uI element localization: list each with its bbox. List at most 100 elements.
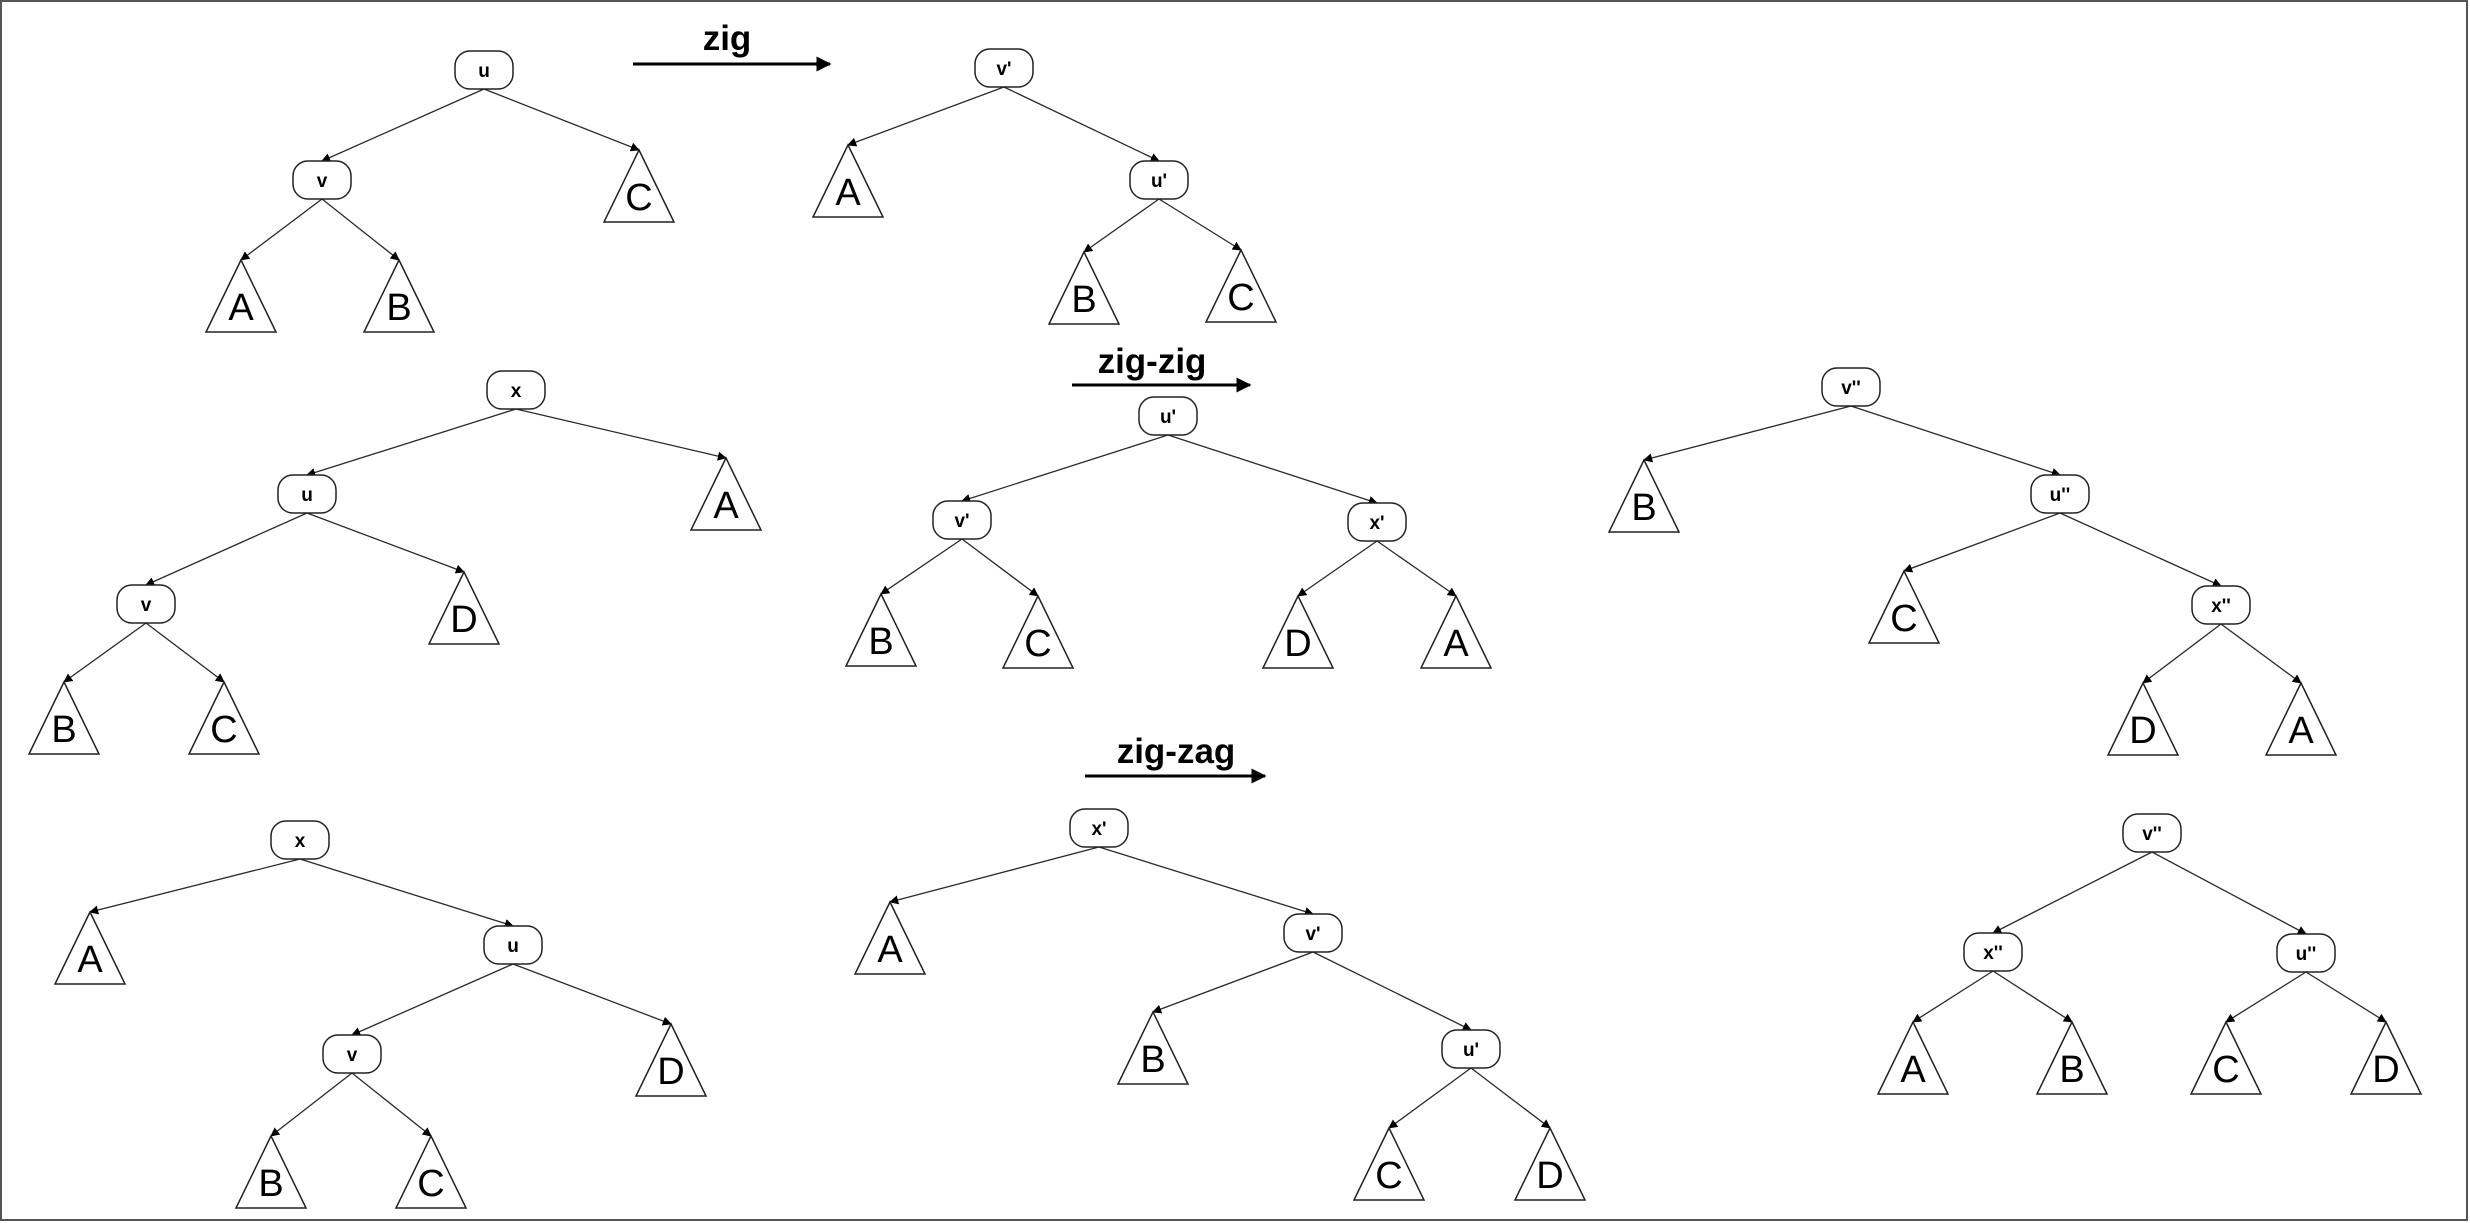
- tree-node-box: [1129, 160, 1189, 200]
- tree-edge: [2151, 851, 2307, 935]
- tree-node-zz-xp: x': [1347, 502, 1407, 542]
- tree-node-zg-xp: x': [1069, 808, 1129, 848]
- tree-node-zg-x: x: [270, 820, 330, 860]
- tree-node-label: u: [507, 936, 519, 957]
- tree-node-z1-v: v: [292, 160, 352, 200]
- tree-node-zz-xpp: x'': [2191, 585, 2251, 625]
- operation-label: zig: [703, 19, 752, 58]
- tree-node-box: [1138, 396, 1198, 436]
- tree-node-zg-vpp: v'': [2122, 813, 2182, 853]
- tree-node-zz-up: u': [1138, 396, 1198, 436]
- subtree-triangle: [844, 592, 918, 667]
- operation-labels: zig zig-zig zig-zag: [633, 19, 1267, 784]
- tree-node-label: x'': [2211, 596, 2231, 617]
- subtree-label: A: [1443, 623, 1469, 665]
- tree-node-zz-vp: v': [932, 500, 992, 540]
- subtree-label: D: [1284, 623, 1311, 665]
- tree-node-z1-vp: v': [974, 48, 1034, 88]
- tree-node-label: v'': [2142, 824, 2162, 845]
- subtree-triangle: [853, 900, 927, 975]
- tree-edge: [1992, 851, 2153, 934]
- tree-node-box: [974, 48, 1034, 88]
- subtree-t22: C: [394, 1134, 468, 1209]
- subtree-t30: D: [2349, 1020, 2423, 1095]
- subtree-triangle: [394, 1134, 468, 1209]
- tree-edge: [515, 408, 727, 461]
- tree-edge: [89, 858, 301, 915]
- tree-node-box: [277, 474, 337, 514]
- tree-edge: [1912, 970, 1994, 1023]
- tree-edge: [321, 198, 400, 261]
- tree-edge: [306, 512, 465, 574]
- tree-node-box: [2122, 813, 2182, 853]
- tree-edge: [2305, 971, 2387, 1023]
- subtree-label: C: [417, 1163, 444, 1205]
- tree-node-box: [2276, 933, 2336, 973]
- subtree-t24: B: [1116, 1010, 1190, 1085]
- subtree-t27: A: [1876, 1020, 1950, 1095]
- tree-edge: [299, 858, 514, 928]
- tree-node-z1-up: u': [1129, 160, 1189, 200]
- subtree-t6: C: [1204, 248, 1278, 323]
- subtree-triangle: [1513, 1126, 1587, 1201]
- subtree-triangle: [1261, 594, 1335, 669]
- subtree-label: D: [657, 1051, 684, 1093]
- operation-zig-zag: zig-zag: [1085, 732, 1267, 784]
- subtree-triangle: [2189, 1020, 2263, 1095]
- subtree-triangle: [811, 143, 885, 218]
- subtree-triangle: [2264, 681, 2338, 756]
- tree-node-label: x: [295, 831, 306, 852]
- subtree-t4: A: [811, 143, 885, 218]
- tree-node-box: [454, 50, 514, 90]
- subtree-t25: C: [1352, 1126, 1426, 1201]
- tree-node-label: x'': [1983, 943, 2003, 964]
- tree-node-zz-v: v: [116, 584, 176, 624]
- tree-edge: [889, 846, 1100, 905]
- subtree-triangle: [27, 680, 101, 755]
- tree-node-zz-vpp: v'': [1821, 367, 1881, 407]
- tree-edge: [351, 963, 514, 1036]
- subtree-triangle: [1001, 594, 1075, 669]
- tree-node-label: u'': [2296, 944, 2317, 965]
- subtree-label: B: [51, 709, 76, 751]
- subtree-label: A: [835, 172, 861, 214]
- tree-edge: [1297, 540, 1378, 597]
- subtree-label: B: [1071, 279, 1096, 321]
- tree-edge: [1167, 434, 1378, 505]
- tree-node-box: [2191, 585, 2251, 625]
- subtree-label: B: [1140, 1039, 1165, 1081]
- subtree-t3: B: [362, 258, 436, 333]
- subtree-triangle: [1419, 594, 1493, 669]
- subtree-triangle: [234, 1134, 308, 1209]
- subtree-t1: C: [602, 148, 676, 223]
- tree-edge: [321, 88, 485, 162]
- subtree-t29: C: [2189, 1020, 2263, 1095]
- subtree-triangle: [2349, 1020, 2423, 1095]
- tree-node-zz-upp: u'': [2030, 474, 2090, 514]
- operation-label: zig-zig: [1098, 342, 1207, 381]
- tree-node-box: [1069, 808, 1129, 848]
- tree-edge: [1152, 951, 1314, 1014]
- tree-edge: [351, 1072, 432, 1137]
- subtree-triangle: [1204, 248, 1278, 323]
- subtree-t17: D: [2106, 681, 2180, 756]
- tree-edge: [1098, 846, 1314, 916]
- tree-edge: [1903, 512, 2061, 573]
- tree-node-box: [1821, 367, 1881, 407]
- tree-node-box: [270, 820, 330, 860]
- subtree-triangle: [2106, 681, 2180, 756]
- subtree-t19: A: [53, 910, 127, 985]
- tree-node-box: [292, 160, 352, 200]
- tree-node-label: u': [1463, 1040, 1479, 1061]
- tree-node-zg-up: u': [1441, 1029, 1501, 1069]
- subtree-triangle: [427, 570, 501, 645]
- subtree-label: A: [877, 929, 903, 971]
- tree-edge: [1388, 1067, 1472, 1129]
- tree-node-box: [483, 925, 543, 965]
- tree-node-zg-vp: v': [1283, 913, 1343, 953]
- subtree-label: B: [386, 287, 411, 329]
- tree-node-label: v: [141, 595, 152, 616]
- tree-edge: [306, 408, 517, 477]
- subtree-triangle: [1607, 458, 1681, 533]
